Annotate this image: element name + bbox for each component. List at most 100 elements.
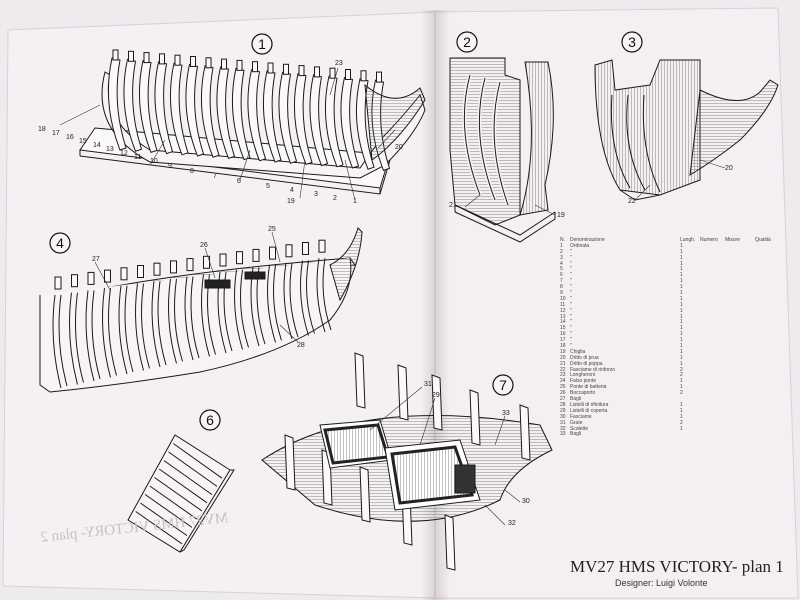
frame-fig1 bbox=[169, 62, 189, 156]
parts-cell-a: 1 bbox=[680, 242, 683, 249]
frame-top-fig1 bbox=[267, 62, 274, 74]
parts-list-row: 6"1 bbox=[560, 272, 792, 279]
parts-cell-a: 1 bbox=[680, 313, 683, 320]
callout-9: 9 bbox=[168, 163, 172, 170]
ladder-step bbox=[144, 494, 193, 528]
callout-32: 32 bbox=[508, 520, 516, 527]
parts-cell-a: 1 bbox=[680, 295, 683, 302]
deck-post bbox=[284, 434, 296, 491]
parts-list-row: 18"1 bbox=[560, 343, 792, 350]
parts-cell-no: 18 bbox=[560, 343, 566, 350]
parts-cell-name: " bbox=[570, 254, 572, 261]
frame-top-fig1 bbox=[329, 67, 336, 79]
figure-2-stern-assembly bbox=[449, 57, 556, 243]
frame-fig1 bbox=[262, 70, 282, 163]
parts-cell-name: Boccaporto bbox=[570, 390, 596, 397]
callout-4: 4 bbox=[290, 187, 294, 194]
callout-10: 10 bbox=[150, 158, 158, 165]
step-circles bbox=[49, 31, 643, 431]
parts-list-row: 14"1 bbox=[560, 320, 792, 326]
ladder-step bbox=[149, 485, 198, 520]
parts-cell-a: 1 bbox=[680, 290, 683, 297]
parts-cell-name: " bbox=[570, 307, 572, 314]
callout-27: 27 bbox=[92, 256, 100, 263]
parts-cell-no: 31 bbox=[560, 419, 566, 426]
frame-top-fig1 bbox=[283, 63, 289, 75]
frame-top-fig1 bbox=[376, 71, 382, 83]
frame-fig4 bbox=[118, 285, 134, 375]
parts-list-row: 7"1 bbox=[560, 278, 792, 285]
frame-fig4 bbox=[135, 283, 150, 371]
parts-cell-a: 1 bbox=[680, 413, 683, 420]
parts-cell-a: 1 bbox=[680, 284, 683, 291]
frame-fig1 bbox=[247, 69, 267, 162]
parts-cell-a: 1 bbox=[680, 325, 683, 332]
frame-top-fig4 bbox=[269, 246, 276, 260]
callout-2: 2 bbox=[333, 195, 337, 202]
parts-cell-name: " bbox=[570, 278, 572, 285]
parts-cell-a: 1 bbox=[680, 266, 683, 273]
parts-cell-no: 33 bbox=[560, 431, 566, 438]
parts-list-row: 3"1 bbox=[560, 254, 792, 262]
parts-cell-name: Listelli di coperta bbox=[570, 407, 608, 414]
parts-cell-no: 15 bbox=[560, 325, 566, 332]
ladder-steps bbox=[135, 443, 223, 545]
frame-fig4 bbox=[283, 262, 299, 340]
parts-cell-name: Chiglia bbox=[570, 348, 586, 355]
frame-top-fig4 bbox=[252, 248, 260, 262]
parts-cell-name: " bbox=[570, 295, 572, 302]
parts-list-header: N. Denominazione Lungh. Numero Misure Qu… bbox=[560, 237, 792, 244]
designer-credit: Designer: Luigi Volonte bbox=[615, 578, 708, 588]
frame-top-fig1 bbox=[236, 59, 243, 71]
header-quantity: Numero bbox=[700, 237, 718, 243]
callout-13: 13 bbox=[106, 146, 114, 153]
frame-top-fig4 bbox=[236, 251, 243, 265]
callout-15: 15 bbox=[79, 138, 87, 145]
parts-list-table: N. Denominazione Lungh. Numero Misure Qu… bbox=[560, 237, 792, 550]
parts-cell-name: Dritto di prua bbox=[570, 354, 599, 361]
callout-6: 6 bbox=[237, 178, 241, 185]
frame-top-fig1 bbox=[174, 54, 181, 66]
frame-top-fig4 bbox=[104, 269, 111, 283]
ladder-step bbox=[154, 477, 203, 512]
parts-cell-name: " bbox=[570, 331, 572, 338]
parts-cell-name: Dritto di poppa bbox=[570, 360, 603, 367]
frame-top-fig4 bbox=[153, 262, 161, 276]
parts-cell-no: 12 bbox=[560, 307, 566, 314]
frame-fig1 bbox=[154, 61, 174, 155]
parts-cell-no: 16 bbox=[560, 331, 566, 338]
frame-top-fig1 bbox=[252, 61, 258, 73]
figure-1-frames-on-keel bbox=[79, 49, 426, 195]
parts-cell-no: 27 bbox=[560, 396, 566, 403]
frame-fig1 bbox=[123, 58, 143, 152]
bow-frames-fig3 bbox=[594, 59, 701, 196]
ladder-step bbox=[135, 511, 183, 545]
parts-cell-a: 1 bbox=[680, 248, 683, 255]
parts-list-row: 2"1 bbox=[560, 248, 792, 256]
figure-7-deck-gratings bbox=[261, 352, 553, 571]
parts-cell-name: " bbox=[570, 248, 572, 255]
step-number-6: 6 bbox=[206, 412, 214, 428]
parts-cell-a: 2 bbox=[680, 390, 683, 397]
deck-posts-fig7 bbox=[284, 352, 531, 571]
parts-cell-no: 28 bbox=[560, 401, 566, 408]
parts-cell-no: 6 bbox=[560, 272, 563, 279]
parts-cell-a: 1 bbox=[680, 301, 683, 308]
callout-11: 11 bbox=[134, 154, 142, 161]
callout-20-fig3: 20 bbox=[725, 165, 733, 172]
parts-cell-no: 10 bbox=[560, 295, 566, 302]
ladder-step bbox=[168, 451, 218, 487]
frame-top-fig1 bbox=[221, 58, 227, 70]
parts-list-row: 13"1 bbox=[560, 313, 792, 321]
frame-fig4 bbox=[168, 278, 183, 364]
parts-cell-a: 1 bbox=[680, 407, 683, 414]
